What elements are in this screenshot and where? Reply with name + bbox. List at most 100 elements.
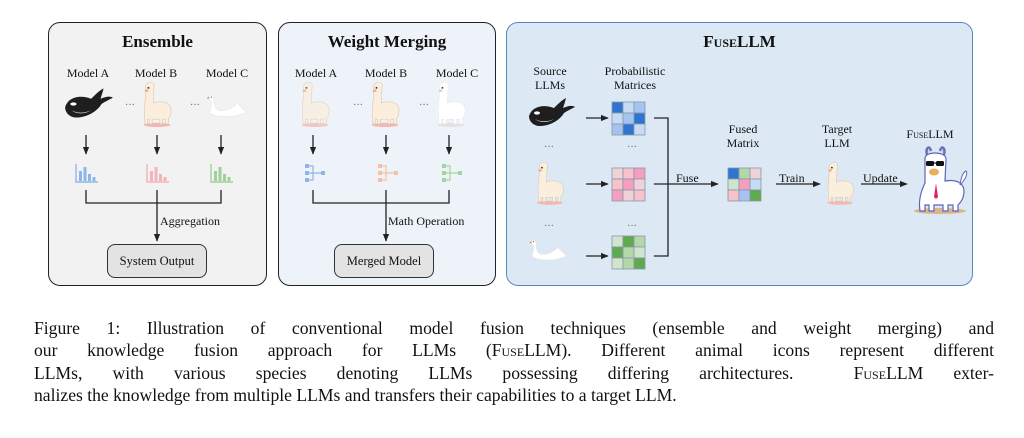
matrix-cell [749,167,762,180]
ensemble-model-a-label: Model A [66,66,110,80]
header-line: LLMs [535,78,565,92]
target-llm-alpaca-icon [826,162,854,206]
network-icon [377,163,399,183]
fused-matrix-grid [727,167,762,202]
caption-text: LLMs, with various species denoting LLMs… [34,362,854,383]
matrix-cell [633,123,646,136]
fuse-label: Fuse [676,171,699,185]
caption-line-2: our knowledge fusion approach for LLMs (… [34,339,994,361]
header-line: Source [533,64,567,78]
matrix-cell [622,178,635,191]
fusellm-panel [506,22,973,286]
swan-icon [206,95,248,118]
matrix-cell [738,189,751,202]
orca-icon [65,88,113,118]
matrix-cell [633,101,646,114]
ellipsis: ··· [419,100,429,111]
ensemble-model-b-label: Model B [134,66,178,80]
alpaca-icon [536,162,564,206]
ensemble-model-c-label: Model C [205,66,249,80]
header-line: Fused [728,122,758,136]
fuse-connector [654,117,908,257]
math-operation-label: Math Operation [388,214,465,228]
merge-model-c-label: Model C [435,66,479,80]
fusellm-result-label: FuseLLM [895,127,965,141]
bar-chart-icon [75,163,99,183]
aggregation-connector [85,190,222,242]
matrix-cell [633,246,646,259]
merged-model-box: Merged Model [334,244,434,278]
matrix-cell [611,235,624,248]
caption-text: LLM exter- [886,362,994,383]
diagram-graphics: ··· ··· ··· ··· ··· ··· ··· ··· [65,81,968,270]
figure-caption: Figure 1: Illustration of conventional m… [34,317,994,406]
header-line: Probabilistic [604,64,666,78]
matrix-cell [727,189,740,202]
result-prefix: Fuse [906,127,929,141]
matrix-cell [622,112,635,125]
caption-line-1: Figure 1: Illustration of conventional m… [34,317,994,339]
matrix-cell [611,167,624,180]
matrix-cell [622,101,635,114]
train-label: Train [779,171,805,185]
ellipsis: ··· [544,221,554,232]
probabilistic-matrix [611,235,646,270]
ellipsis: ··· [627,142,637,153]
fused-matrix [727,167,762,202]
probabilistic-matrices [611,101,646,270]
matrix-cell [611,112,624,125]
title-suffix: LLM [737,32,776,51]
probabilistic-matrix [611,101,646,136]
caption-text: our knowledge fusion approach for LLMs ( [34,340,492,361]
matrix-cell [622,257,635,270]
caption-text: Figure 1: Illustration of conventional m… [34,318,994,338]
alpaca-icon [437,81,466,128]
network-icon [441,163,463,183]
ensemble-title: Ensemble [122,32,193,51]
ellipsis: ··· [627,221,637,232]
header-line: Matrix [726,136,760,150]
title-prefix: Fuse [703,32,737,51]
ellipsis: ··· [353,100,363,111]
matrix-cell [622,246,635,259]
matrix-cell [611,101,624,114]
matrix-cell [633,112,646,125]
source-arrows [586,114,609,260]
fusellm-alpaca-icon [914,146,968,214]
result-suffix: LLM [928,127,954,141]
matrix-cell [633,167,646,180]
header-line: LLM [824,136,850,150]
ellipsis: ··· [190,100,200,111]
alpaca-icon [301,81,330,128]
matrix-cell [622,123,635,136]
weight-merging-title: Weight Merging [327,32,447,51]
merge-model-b-label: Model B [364,66,408,80]
caption-line-4: nalizes the knowledge from multiple LLMs… [34,384,994,406]
matrix-cell [622,167,635,180]
update-label: Update [863,171,898,185]
ellipsis: ··· [544,142,554,153]
caption-text: nalizes the knowledge from multiple LLMs… [34,384,677,405]
caption-text: LLM). Different animal icons represent d… [524,340,995,361]
alpaca-icon [371,81,400,128]
probabilistic-matrix [611,167,646,202]
math-operation-connector [312,190,450,242]
caption-fuse-smallcaps: Fuse [491,340,525,361]
caption-fuse-smallcaps: Fuse [853,362,887,383]
matrix-cell [611,246,624,259]
bar-chart-icon [146,163,170,183]
matrix-cell [611,178,624,191]
header-line: Target [821,122,853,136]
matrix-cell [749,189,762,202]
swan-icon [528,240,567,261]
orca-icon [529,98,575,126]
matrix-cell [633,178,646,191]
matrix-cell [633,257,646,270]
fusellm-title: FuseLLM [506,32,973,52]
bar-chart-icon [210,163,234,183]
matrix-cell [622,189,635,202]
